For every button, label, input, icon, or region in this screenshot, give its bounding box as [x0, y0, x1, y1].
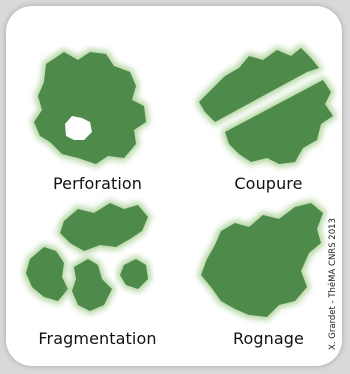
panel-fragmentation: Fragmentation: [20, 201, 175, 351]
rognage-label: Rognage: [191, 329, 346, 348]
rognage-shape: [191, 201, 346, 331]
fragmentation-label: Fragmentation: [20, 329, 175, 348]
panel-rognage: Rognage: [191, 201, 346, 351]
coupure-label: Coupure: [191, 174, 346, 193]
panel-perforation: Perforation: [20, 46, 175, 196]
panel-coupure: Coupure: [191, 46, 346, 196]
figure-card: Perforation Coupure: [6, 6, 342, 366]
credit-text: X. Grardet - ThéMA CNRS 2013: [326, 201, 340, 366]
fragmentation-shape: [20, 201, 175, 331]
credit-label: X. Grardet - ThéMA CNRS 2013: [328, 218, 338, 350]
perforation-label: Perforation: [20, 174, 175, 193]
coupure-shape: [191, 46, 346, 176]
perforation-shape: [20, 46, 175, 176]
